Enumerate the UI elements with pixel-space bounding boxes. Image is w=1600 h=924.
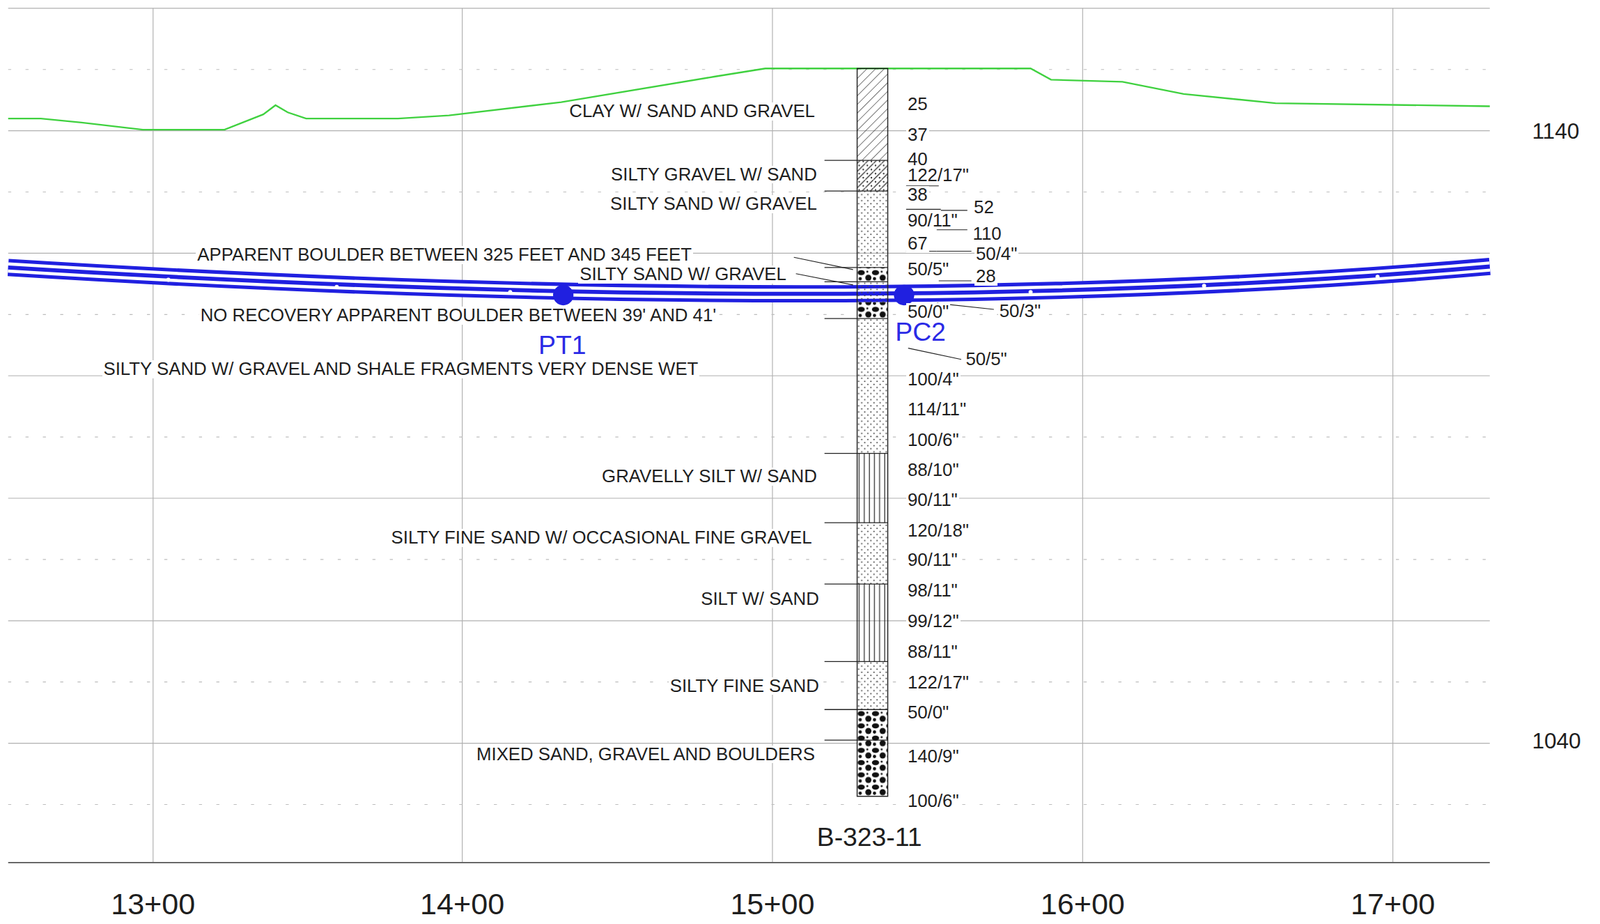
station-label: 15+00 (728, 888, 816, 919)
soil-description: SILTY GRAVEL W/ SAND (609, 165, 819, 184)
leader-lines (794, 185, 994, 360)
blow-count: 88/10" (906, 461, 961, 480)
soil-note: APPARENT BOULDER BETWEEN 325 FEET AND 34… (195, 245, 694, 264)
soil-description: CLAY W/ SAND AND GRAVEL (567, 102, 817, 121)
blow-count: 40 (906, 150, 930, 169)
blow-count: 37 (906, 126, 930, 145)
blow-count: 100/4" (906, 370, 961, 389)
elevation-label: 1140 (1530, 120, 1581, 143)
soil-description: SILTY SAND W/ GRAVEL AND SHALE FRAGMENTS… (102, 360, 701, 379)
blow-count: 90/11" (906, 550, 960, 570)
blow-count: 98/11" (906, 581, 960, 600)
station-label: 13+00 (109, 888, 197, 919)
blow-count: 110 (971, 224, 1004, 244)
soil-description: SILTY FINE SAND (668, 677, 821, 696)
blow-count: 25 (906, 95, 930, 114)
blow-count: 50/5" (906, 260, 951, 279)
station-label: 16+00 (1039, 888, 1127, 919)
blow-count: 90/11" (906, 211, 960, 230)
ground-line (8, 68, 1490, 130)
blow-count: 140/9" (906, 747, 961, 766)
soil-description: MIXED SAND, GRAVEL AND BOULDERS (475, 745, 817, 764)
station-label: 14+00 (418, 888, 506, 919)
soil-note: NO RECOVERY APPARENT BOULDER BETWEEN 39'… (199, 306, 719, 325)
boring-log (824, 68, 889, 796)
blow-count: 52 (972, 198, 996, 217)
soil-description: SILTY SAND W/ GRAVEL (578, 265, 788, 284)
boring-id: B-323-11 (815, 824, 924, 850)
blow-count: 90/11" (906, 491, 960, 510)
blow-count: 100/6" (906, 431, 961, 450)
blow-count: 88/11" (906, 642, 960, 662)
soil-description: GRAVELLY SILT W/ SAND (600, 467, 819, 486)
blow-count: 122/17" (906, 166, 971, 185)
blow-count: 50/5" (964, 350, 1008, 369)
blow-count: 100/6" (906, 791, 961, 811)
blow-count: 50/0" (906, 703, 951, 722)
soil-description: SILTY SAND W/ GRAVEL (608, 195, 819, 214)
blow-count: 28 (974, 267, 998, 286)
blow-count: 50/4" (974, 245, 1019, 264)
blow-count: 67 (906, 234, 930, 253)
blow-count: 120/18" (906, 521, 971, 540)
point-label: PT1 (537, 332, 588, 359)
elevation-label: 1040 (1530, 729, 1582, 753)
blow-count: 114/11" (906, 400, 968, 419)
blow-count: 122/17" (906, 673, 971, 692)
blow-count: 99/12" (906, 612, 961, 631)
blow-count: 50/3" (998, 302, 1043, 321)
grid (8, 8, 1490, 863)
station-label: 17+00 (1349, 888, 1437, 919)
soil-description: SILT W/ SAND (699, 589, 821, 609)
soil-description: SILTY FINE SAND W/ OCCASIONAL FINE GRAVE… (390, 528, 814, 547)
blow-count: 38 (906, 185, 930, 205)
point-label: PC2 (893, 319, 948, 345)
